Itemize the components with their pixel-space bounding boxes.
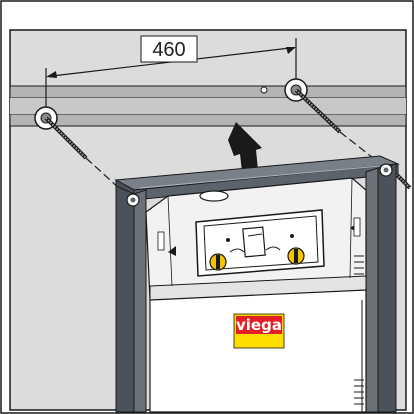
mounting-rail [9,85,407,127]
cistern-lower-housing [149,255,367,413]
cistern-top-opening [199,190,229,202]
brand-logo: viega [233,313,285,349]
frame-left-upright [115,185,147,413]
dimension-label: 460 [152,39,185,61]
valve-knob-right [287,247,305,265]
arrow-up-icon [228,122,262,172]
rail-hole [260,86,268,94]
brand-logo-text: viega [236,316,282,334]
frame-right-upright [365,163,397,413]
anchor-bolt-icon [284,78,387,169]
corrugated-hose [354,255,364,405]
valve-knob-left [209,253,227,271]
frame-crossbar [114,155,400,201]
dimension-label-box: 460 [140,35,198,63]
